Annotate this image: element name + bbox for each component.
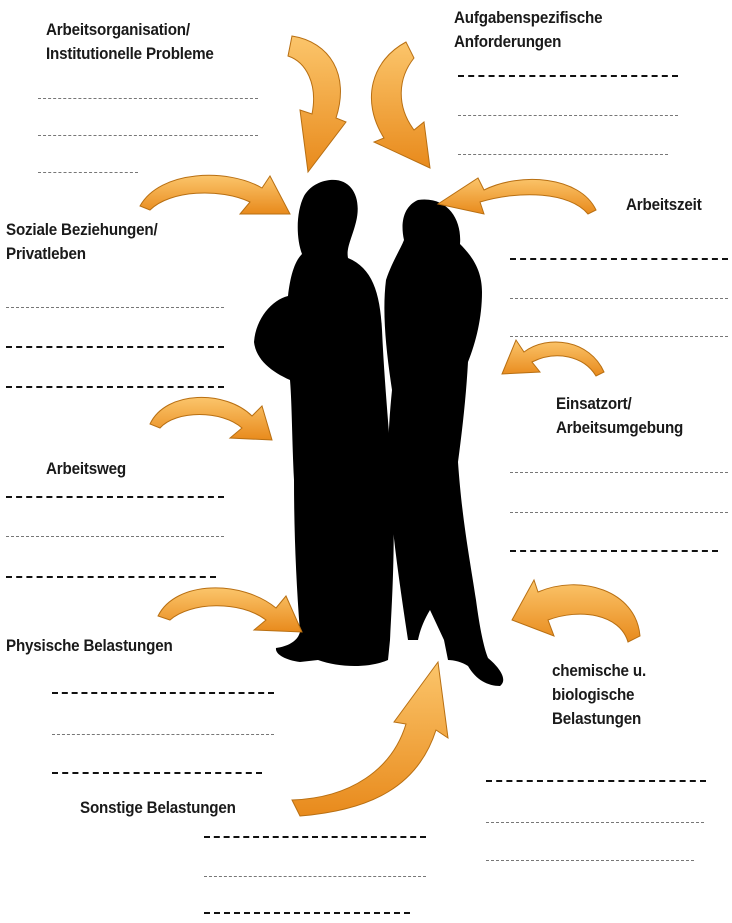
blank-line	[486, 860, 694, 861]
blank-line	[510, 512, 728, 513]
arrow-sonstige	[292, 662, 448, 816]
blank-line	[510, 336, 728, 337]
blank-line	[38, 98, 258, 99]
blank-line	[510, 298, 728, 299]
blank-line	[510, 550, 718, 552]
arrow-arbeitsorganisation	[288, 36, 346, 172]
arrow-aufgaben	[371, 42, 430, 168]
label-sonstige-belastungen: Sonstige Belastungen	[80, 796, 236, 820]
blank-line	[52, 734, 274, 735]
blank-line	[204, 876, 426, 877]
arrow-arbeitsweg	[150, 397, 272, 440]
arrow-physische	[158, 588, 302, 632]
blank-line	[52, 692, 274, 694]
blank-line	[52, 772, 262, 774]
blank-line	[204, 836, 426, 838]
label-soziale-beziehungen: Soziale Beziehungen/ Privatleben	[6, 218, 158, 266]
blank-line	[510, 472, 728, 473]
blank-line	[486, 822, 704, 823]
blank-line	[6, 576, 216, 578]
blank-line	[458, 154, 668, 155]
blank-line	[458, 75, 678, 77]
blank-line	[6, 307, 224, 308]
arrow-chemische	[512, 580, 640, 642]
arrow-arbeitszeit	[438, 178, 596, 214]
blank-line	[458, 115, 678, 116]
man-silhouette	[254, 180, 394, 666]
blank-line	[38, 172, 138, 173]
blank-line	[486, 780, 706, 782]
blank-line	[204, 912, 410, 914]
woman-silhouette	[384, 200, 503, 686]
blank-line	[6, 386, 224, 388]
label-arbeitszeit: Arbeitszeit	[626, 193, 702, 217]
blank-line	[6, 536, 224, 537]
arrow-einsatzort	[502, 340, 604, 376]
label-arbeitsweg: Arbeitsweg	[46, 457, 126, 481]
blank-line	[6, 346, 224, 348]
blank-line	[6, 496, 224, 498]
label-chemische-belastungen: chemische u. biologische Belastungen	[552, 659, 646, 731]
arrow-soziale	[140, 175, 290, 214]
label-aufgabenspezifische-anforderungen: Aufgabenspezifische Anforderungen	[454, 6, 602, 54]
label-einsatzort: Einsatzort/ Arbeitsumgebung	[556, 392, 683, 440]
label-arbeitsorganisation: Arbeitsorganisation/ Institutionelle Pro…	[46, 18, 214, 66]
blank-line	[38, 135, 258, 136]
label-physische-belastungen: Physische Belastungen	[6, 634, 173, 658]
blank-line	[510, 258, 728, 260]
